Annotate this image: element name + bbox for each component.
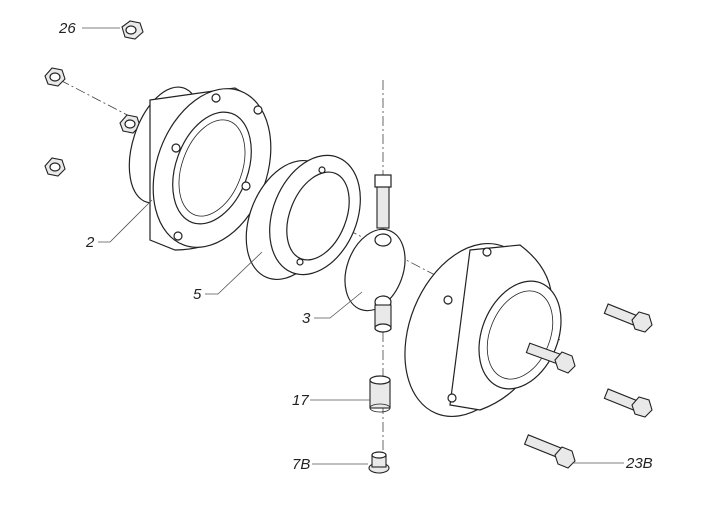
flange-right	[404, 242, 562, 418]
nut-left-top	[44, 67, 66, 87]
nut-left-bottom	[44, 157, 66, 177]
bolt-middle-right	[603, 388, 653, 418]
callout-5: 5	[193, 286, 202, 303]
callout-2: 2	[86, 234, 95, 251]
callout-23b: 23B	[626, 455, 653, 472]
nut-26	[121, 20, 144, 40]
bolt-upper-right	[603, 303, 653, 333]
ring-5	[245, 154, 361, 281]
bolt-center	[525, 342, 576, 374]
callout-3: 3	[302, 310, 311, 327]
callout-26: 26	[59, 20, 76, 37]
leader-2	[98, 199, 153, 243]
leader-3	[314, 291, 363, 319]
bolt-23b	[523, 434, 576, 469]
callout-17: 17	[292, 392, 309, 409]
bushing-17	[369, 375, 391, 413]
callout-7b: 7B	[292, 456, 311, 473]
leader-5	[205, 251, 263, 295]
disc-3	[344, 174, 406, 333]
plug-7b	[368, 451, 390, 474]
